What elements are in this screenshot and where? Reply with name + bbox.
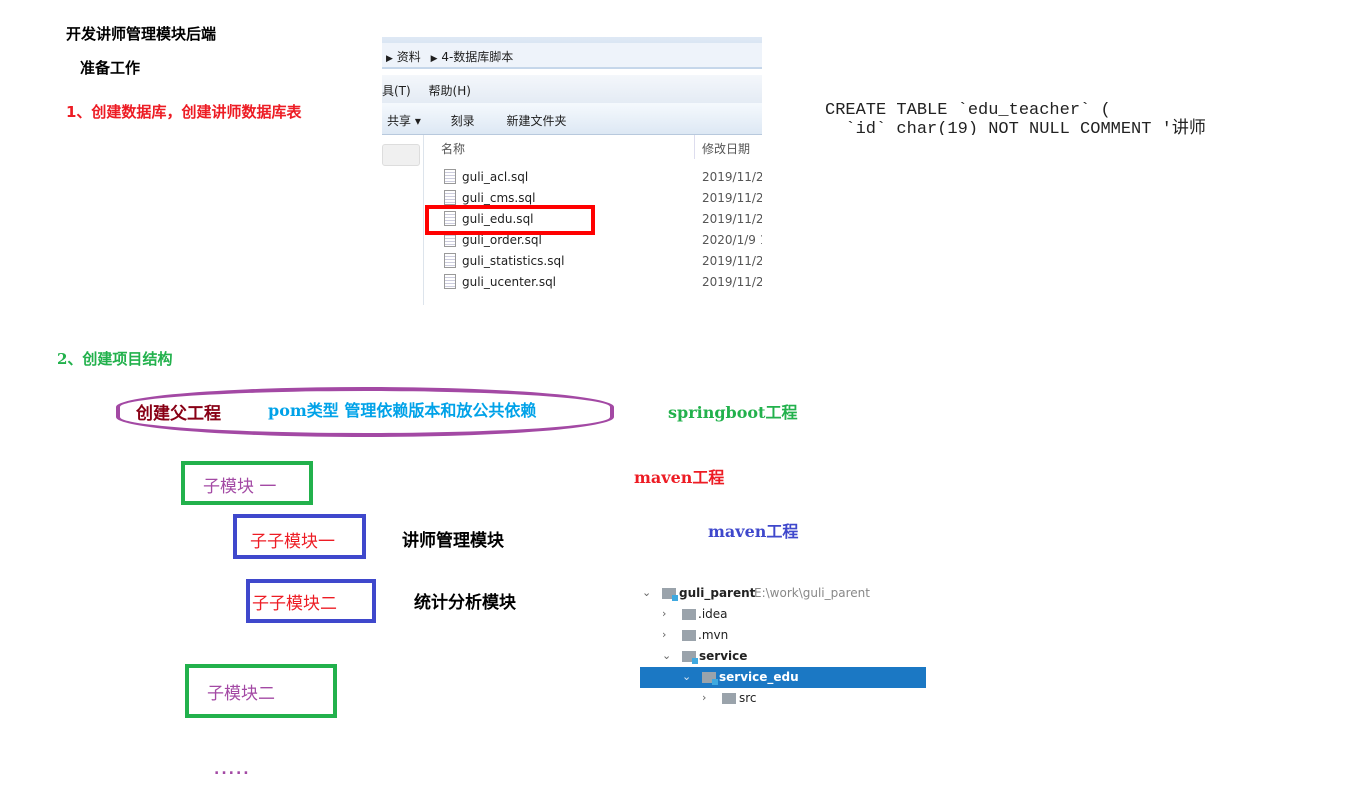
- page-heading: 开发讲师管理模块后端: [66, 25, 217, 43]
- file-date: 2019/11/2: [702, 254, 762, 268]
- maven-note-2: maven工程: [708, 522, 799, 541]
- share-button[interactable]: 共享 ▾: [387, 114, 421, 128]
- highlight-box: [425, 205, 595, 235]
- file-row[interactable]: guli_statistics.sql 2019/11/2: [424, 251, 762, 271]
- ellipsis: .....: [214, 762, 251, 778]
- teacher-module-desc: 讲师管理模块: [402, 531, 504, 551]
- chevron-down-icon[interactable]: ⌄: [662, 649, 672, 662]
- submodule2-box: [185, 664, 337, 718]
- tree-label: service_edu: [719, 670, 799, 684]
- subsubmodule1-label: 子子模块一: [250, 532, 335, 552]
- folder-icon: [722, 693, 736, 704]
- module-folder-icon: [682, 651, 698, 664]
- tree-item-guli-parent[interactable]: ⌄ guli_parent E:\work\guli_parent: [640, 583, 926, 604]
- menu-help[interactable]: 帮助(H): [428, 84, 471, 98]
- maven-note-1: maven工程: [634, 468, 725, 487]
- nav-pane-item[interactable]: [382, 144, 420, 166]
- parent-project-label: 创建父工程: [136, 404, 221, 424]
- statistics-module-desc: 统计分析模块: [414, 593, 516, 613]
- folder-icon: [682, 630, 696, 641]
- chevron-right-icon[interactable]: ›: [662, 607, 667, 620]
- subsubmodule1-box: [233, 514, 366, 559]
- file-date: 2019/11/2: [702, 212, 762, 226]
- tree-item-service-edu[interactable]: ⌄ service_edu: [640, 667, 926, 688]
- prep-heading: 准备工作: [80, 59, 141, 77]
- file-row[interactable]: guli_acl.sql 2019/11/2: [424, 167, 762, 187]
- step1-heading: 1、创建数据库，创建讲师数据库表: [66, 103, 302, 121]
- file-name: guli_cms.sql: [462, 191, 536, 205]
- parent-project-desc: pom类型 管理依赖版本和放公共依赖: [268, 401, 537, 420]
- folder-icon: [682, 609, 696, 620]
- tree-label: src: [739, 691, 757, 705]
- file-row[interactable]: guli_order.sql 2020/1/9 1: [424, 230, 762, 250]
- subsubmodule2-box: [246, 579, 376, 623]
- file-icon: [444, 190, 456, 205]
- column-date-modified[interactable]: 修改日期: [702, 142, 751, 156]
- tree-item-idea[interactable]: › .idea: [640, 604, 926, 625]
- module-folder-icon: [702, 672, 718, 685]
- tree-label: guli_parent: [679, 586, 756, 600]
- subsubmodule2-label: 子子模块二: [252, 594, 337, 614]
- tree-label: .mvn: [698, 628, 729, 642]
- file-icon: [444, 274, 456, 289]
- tree-item-service[interactable]: ⌄ service: [640, 646, 926, 667]
- tree-path: E:\work\guli_parent: [754, 586, 870, 600]
- file-row[interactable]: guli_cms.sql 2019/11/2: [424, 188, 762, 208]
- chevron-right-icon[interactable]: ›: [702, 691, 707, 704]
- file-row[interactable]: guli_edu.sql 2019/11/2: [424, 209, 762, 229]
- menu-tools[interactable]: 具(T): [382, 84, 411, 98]
- step2-heading: 2、创建项目结构: [57, 350, 173, 368]
- module-folder-icon: [662, 588, 678, 601]
- file-date: 2019/11/2: [702, 191, 762, 205]
- file-row[interactable]: guli_ucenter.sql 2019/11/2: [424, 272, 762, 292]
- tree-label: service: [699, 649, 748, 663]
- column-name[interactable]: 名称: [441, 142, 466, 156]
- breadcrumb-item[interactable]: 4-数据库脚本: [441, 50, 514, 64]
- file-name: guli_ucenter.sql: [462, 275, 557, 289]
- file-date: 2020/1/9 1: [702, 233, 762, 247]
- file-name: guli_acl.sql: [462, 170, 529, 184]
- file-name: guli_statistics.sql: [462, 254, 565, 268]
- breadcrumb-item[interactable]: 资料: [396, 50, 421, 64]
- tree-label: .idea: [698, 607, 728, 621]
- burn-button[interactable]: 刻录: [450, 114, 475, 128]
- file-icon: [444, 169, 456, 184]
- sql-line: CREATE TABLE `edu_teacher` (: [825, 101, 1111, 120]
- file-date: 2019/11/2: [702, 170, 762, 184]
- file-name: guli_edu.sql: [462, 212, 534, 226]
- parent-project-ellipse: [116, 387, 614, 437]
- chevron-down-icon[interactable]: ⌄: [682, 670, 692, 683]
- chevron-down-icon[interactable]: ⌄: [642, 586, 652, 599]
- breadcrumb: ▶ 资料 ▶ 4-数据库脚本: [382, 43, 762, 67]
- springboot-note: springboot工程: [668, 403, 798, 422]
- submodule2-label: 子模块二: [207, 684, 275, 704]
- file-date: 2019/11/2: [702, 275, 762, 289]
- tree-item-src[interactable]: › src: [640, 688, 926, 709]
- chevron-right-icon[interactable]: ›: [662, 628, 667, 641]
- sql-line: `id` char(19) NOT NULL COMMENT '讲师: [825, 120, 1206, 135]
- file-explorer-screenshot: ▶ 资料 ▶ 4-数据库脚本 具(T) 帮助(H) 共享 ▾ 刻录 新建文件夹 …: [382, 37, 762, 305]
- file-name: guli_order.sql: [462, 233, 542, 247]
- sql-snippet: CREATE TABLE `edu_teacher` ( `id` char(1…: [825, 101, 1206, 135]
- submodule1-box: [181, 461, 313, 505]
- tree-item-mvn[interactable]: › .mvn: [640, 625, 926, 646]
- file-icon: [444, 211, 456, 226]
- project-tree: ⌄ guli_parent E:\work\guli_parent › .ide…: [640, 583, 930, 713]
- submodule1-label: 子模块 一: [203, 477, 277, 497]
- new-folder-button[interactable]: 新建文件夹: [506, 114, 567, 128]
- file-icon: [444, 253, 456, 268]
